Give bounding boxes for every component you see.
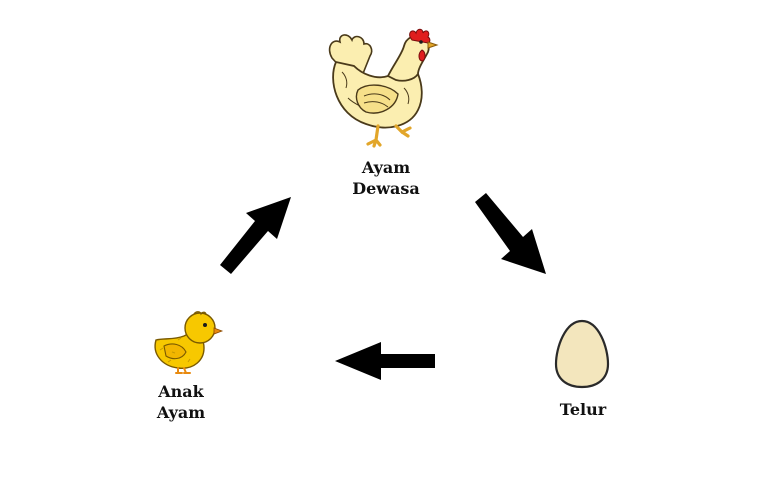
stage-label-adult-line2: Dewasa — [352, 179, 420, 198]
stage-label-adult: Ayam Dewasa — [316, 157, 456, 199]
stage-label-chick-line1: Anak — [158, 382, 204, 401]
arrow-adult-to-egg — [475, 193, 546, 274]
chick-icon — [154, 311, 224, 374]
egg-icon — [554, 319, 610, 389]
stage-label-egg: Telur — [513, 399, 653, 420]
stage-label-egg-line1: Telur — [559, 400, 607, 419]
arrow-chick-to-adult — [220, 197, 291, 274]
hen-icon — [328, 28, 439, 148]
stage-label-adult-line1: Ayam — [361, 158, 411, 177]
arrow-egg-to-chick — [335, 342, 435, 380]
stage-label-chick-line2: Ayam — [156, 403, 206, 422]
stage-label-chick: Anak Ayam — [111, 381, 251, 423]
